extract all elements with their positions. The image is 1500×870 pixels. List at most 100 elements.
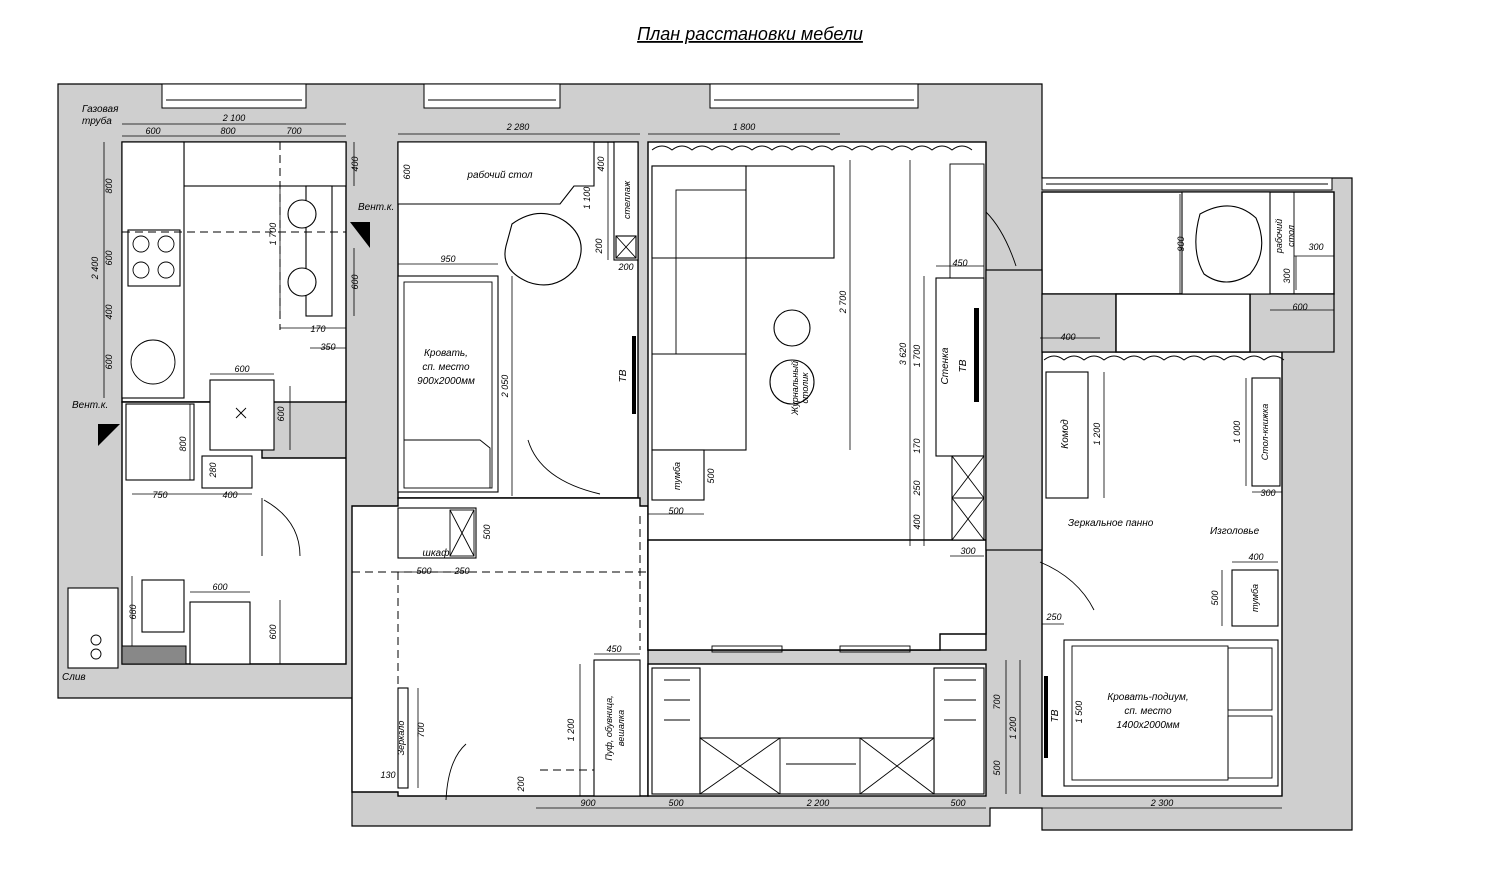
dim: 700 [992,694,1002,709]
bed-2-label-3: 1400x2000мм [1116,720,1179,731]
bed-2-label-1: Кровать-подиум, [1107,692,1188,703]
dim: 300 [1282,268,1292,283]
sink-round [130,339,176,385]
chair-desk-1 [504,212,582,286]
bed-1-label-3: 900x2000мм [417,376,475,387]
tv-1 [632,336,636,414]
headboard-label: Изголовье [1210,526,1260,537]
dim: 1 000 [1232,421,1242,444]
wardrobe-mid [699,737,935,795]
dim: 280 [208,462,218,478]
dim: 450 [606,644,621,654]
dim: 800 [178,436,188,451]
closet [397,507,477,559]
wardrobe-right [933,667,985,795]
bed-2-label-2: сп. место [1124,706,1172,717]
dim: 800 [220,126,235,136]
dim: 800 [104,178,114,193]
shower [125,403,195,481]
dim: 200 [516,776,526,792]
dim: 400 [912,514,922,529]
living-room-lower [647,539,987,651]
dim: 2 300 [1150,798,1174,808]
dim: 1 800 [733,122,756,132]
bed-1 [397,275,499,493]
hallway-furniture: шкаф Зеркало Пуф, обувница, вешалка [352,507,648,801]
sofa-seat [651,165,747,451]
dim: 300 [1260,488,1275,498]
pouf-label-2: вешалка [616,710,626,746]
dim: 1 500 [1074,701,1084,724]
nightstand-living [651,449,705,501]
dim: 950 [440,254,455,264]
dim: 200 [617,262,633,272]
bath-sink [189,601,251,665]
dim: 400 [596,156,606,171]
bath-cabinet [201,455,253,489]
bed-1-label-1: Кровать, [424,348,468,359]
coffee-table-1 [773,309,811,347]
dim: 500 [950,798,965,808]
living-room-furniture: Журнальный столик тумба Стенка ТВ [639,145,1095,653]
dim: 600 [234,364,249,374]
balcony-chair [1195,205,1263,283]
dim: 1 700 [912,345,922,368]
dresser-label: Комод [1060,419,1071,449]
dim: 450 [952,258,967,268]
dim: 2 050 [500,375,510,399]
dim: 2 700 [838,291,848,315]
window-kitchen [161,83,307,109]
dim: 2 200 [806,798,830,808]
dim: 250 [1045,612,1061,622]
pouf-label-1: Пуф, обувница, [604,695,614,760]
dim: 300 [960,546,975,556]
chair-1 [287,199,317,229]
dresser [1045,371,1089,499]
vent-bath-icon [98,424,120,446]
dim: 600 [212,582,227,592]
wardrobe-furniture [651,667,985,795]
dim: 600 [350,274,360,289]
rack-label: стеллаж [622,180,632,219]
nightstand-living-label: тумба [672,462,682,490]
dim: 500 [482,524,492,539]
washer [209,379,275,451]
window-bedroom1 [423,83,561,109]
dim: 600 [402,164,412,179]
dim: 1 200 [1092,423,1102,446]
dim: 900 [580,798,595,808]
closet-label: шкаф [423,547,451,559]
mirror [397,687,409,789]
tv-1-label: ТВ [618,369,629,382]
dim: 350 [320,342,335,352]
drain-label: Слив [62,672,86,683]
dim: 700 [286,126,301,136]
balcony-wall [1041,293,1117,353]
dim: 680 [128,604,138,619]
book-table-label: Стол-книжка [1260,404,1270,460]
dim: 500 [992,760,1002,775]
dim: 400 [222,490,237,500]
tv-living [974,308,979,402]
dim: 600 [104,354,114,369]
dim: 600 [276,406,286,421]
nightstand-2 [1231,569,1279,627]
bedroom-1-furniture: рабочий стол стеллаж Кровать, сп. место … [397,141,639,495]
curtain-living [651,145,973,151]
dim: 170 [912,438,922,453]
bed-2 [1063,639,1279,787]
gas-pipe-label: Газовая [82,104,119,115]
mirror-label: Зеркало [396,721,406,756]
balcony-desk-label-1: рабочий [1274,219,1284,254]
bathroom-furniture: Вент.к. Слив [62,379,301,683]
balcony-wall-2 [1249,293,1335,353]
dim: 1 700 [268,223,278,246]
windows [161,83,1333,191]
dim: 250 [453,566,469,576]
dimension-lines [103,123,1334,809]
coffee-table-label-1: Журнальный [790,361,800,416]
dim: 600 [145,126,160,136]
dim: 500 [416,566,431,576]
balcony-furniture: рабочий стол [1181,191,1296,295]
